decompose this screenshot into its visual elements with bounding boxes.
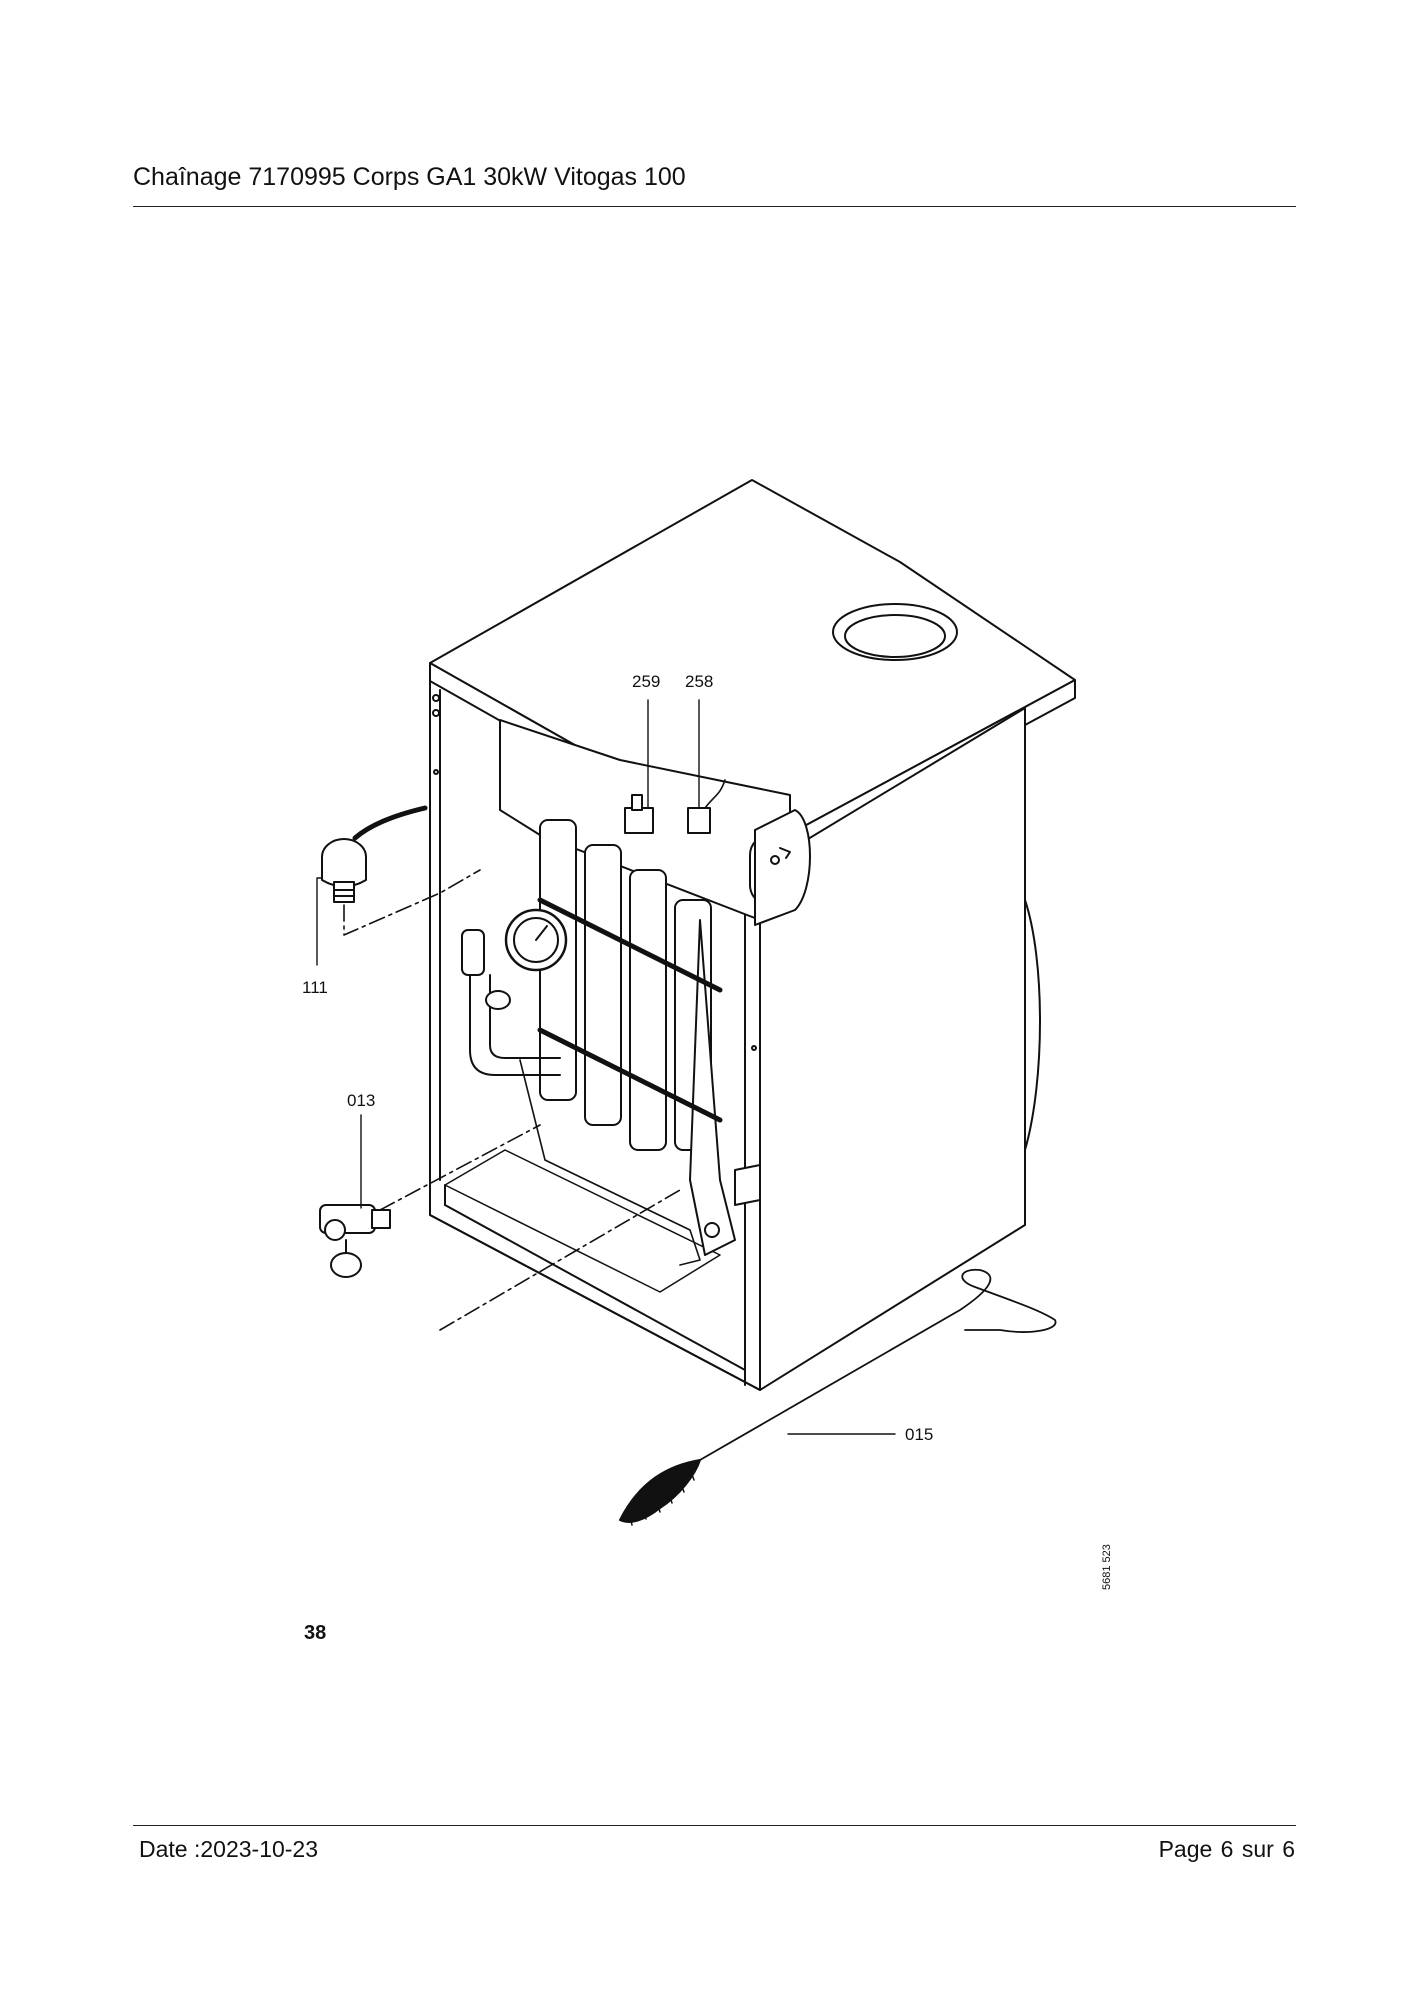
sensor-259 — [624, 794, 654, 834]
part-015-cleaning-brush — [619, 1268, 1057, 1526]
leader-lines — [316, 699, 896, 1435]
figure-number: 38 — [304, 1622, 327, 1644]
connecting-pipe — [461, 929, 561, 1076]
footer-date: Date :2023-10-23 — [139, 1836, 319, 1862]
pressure-gauge — [504, 908, 568, 972]
boiler-casing — [429, 479, 1076, 1391]
part-111-sensor — [321, 805, 428, 903]
footer-page-number: Page 6 sur 6 — [1158, 1836, 1295, 1862]
page-title: Chaînage 7170995 Corps GA1 30kW Vitogas … — [133, 163, 686, 191]
label-111: 111 — [302, 978, 328, 997]
label-259: 259 — [632, 672, 660, 691]
label-015: 015 — [905, 1425, 933, 1444]
part-013-drain-valve — [319, 1204, 391, 1278]
label-258: 258 — [685, 672, 713, 691]
header-end-plate — [754, 809, 811, 926]
header-rule — [133, 206, 1296, 207]
assembly-lines — [343, 869, 681, 1331]
label-013: 013 — [347, 1091, 375, 1110]
footer-rule — [133, 1825, 1296, 1826]
drawing-code: 5681 523 — [1101, 1544, 1113, 1590]
